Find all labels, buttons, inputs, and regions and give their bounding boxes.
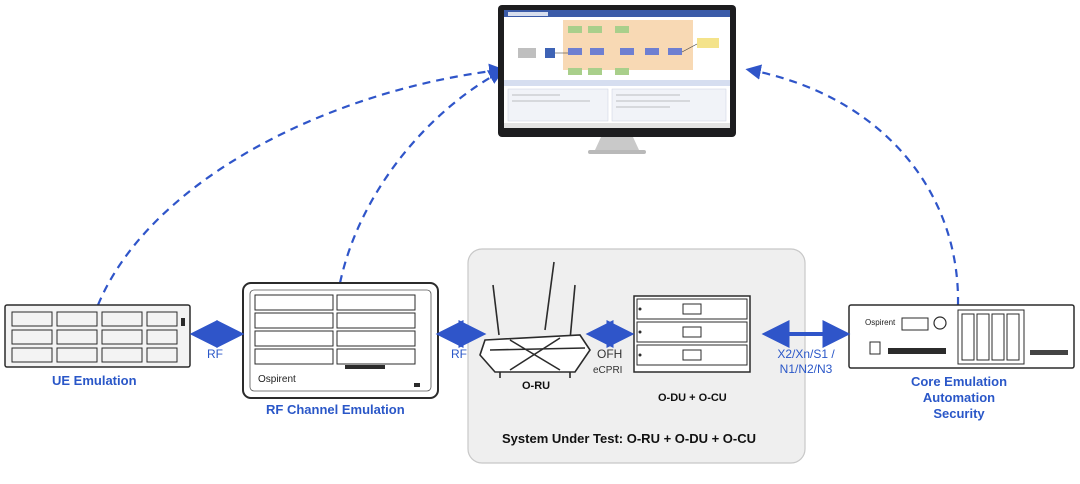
label-rf-right: RF bbox=[451, 347, 467, 361]
core-network-appliance bbox=[848, 304, 1075, 369]
label-o-du-o-cu: O-DU + O-CU bbox=[658, 392, 727, 404]
label-rf-channel-emulation: RF Channel Emulation bbox=[266, 402, 405, 417]
label-interfaces-line1: X2/Xn/S1 / bbox=[777, 347, 835, 361]
monitor-screen-icon bbox=[498, 5, 736, 154]
core-box-logo: Ospirent bbox=[865, 318, 896, 327]
ue-emulation-rack bbox=[4, 304, 191, 368]
dashed-management-links bbox=[96, 63, 960, 306]
rf-emulator-logo: Ospirent bbox=[258, 374, 296, 385]
label-security: Security bbox=[933, 406, 985, 421]
dashed-link-core-to-monitor bbox=[745, 64, 960, 306]
label-interfaces-line2: N1/N2/N3 bbox=[779, 362, 833, 376]
label-system-under-test: System Under Test: O-RU + O-DU + O-CU bbox=[502, 431, 757, 446]
label-rf-left: RF bbox=[207, 347, 223, 361]
label-automation: Automation bbox=[922, 390, 996, 405]
dashed-link-ue-to-monitor bbox=[96, 63, 505, 306]
du-cu-rack bbox=[633, 295, 751, 373]
wifi-router-icon bbox=[479, 261, 591, 378]
label-ue-emulation: UE Emulation bbox=[52, 373, 137, 388]
label-ecpri: eCPRI bbox=[593, 365, 623, 376]
label-o-ru: O-RU bbox=[522, 380, 551, 392]
label-ofh: OFH bbox=[597, 347, 623, 361]
dashed-link-rf-to-monitor bbox=[338, 69, 505, 284]
label-core-emulation: Core Emulation bbox=[910, 374, 1008, 389]
